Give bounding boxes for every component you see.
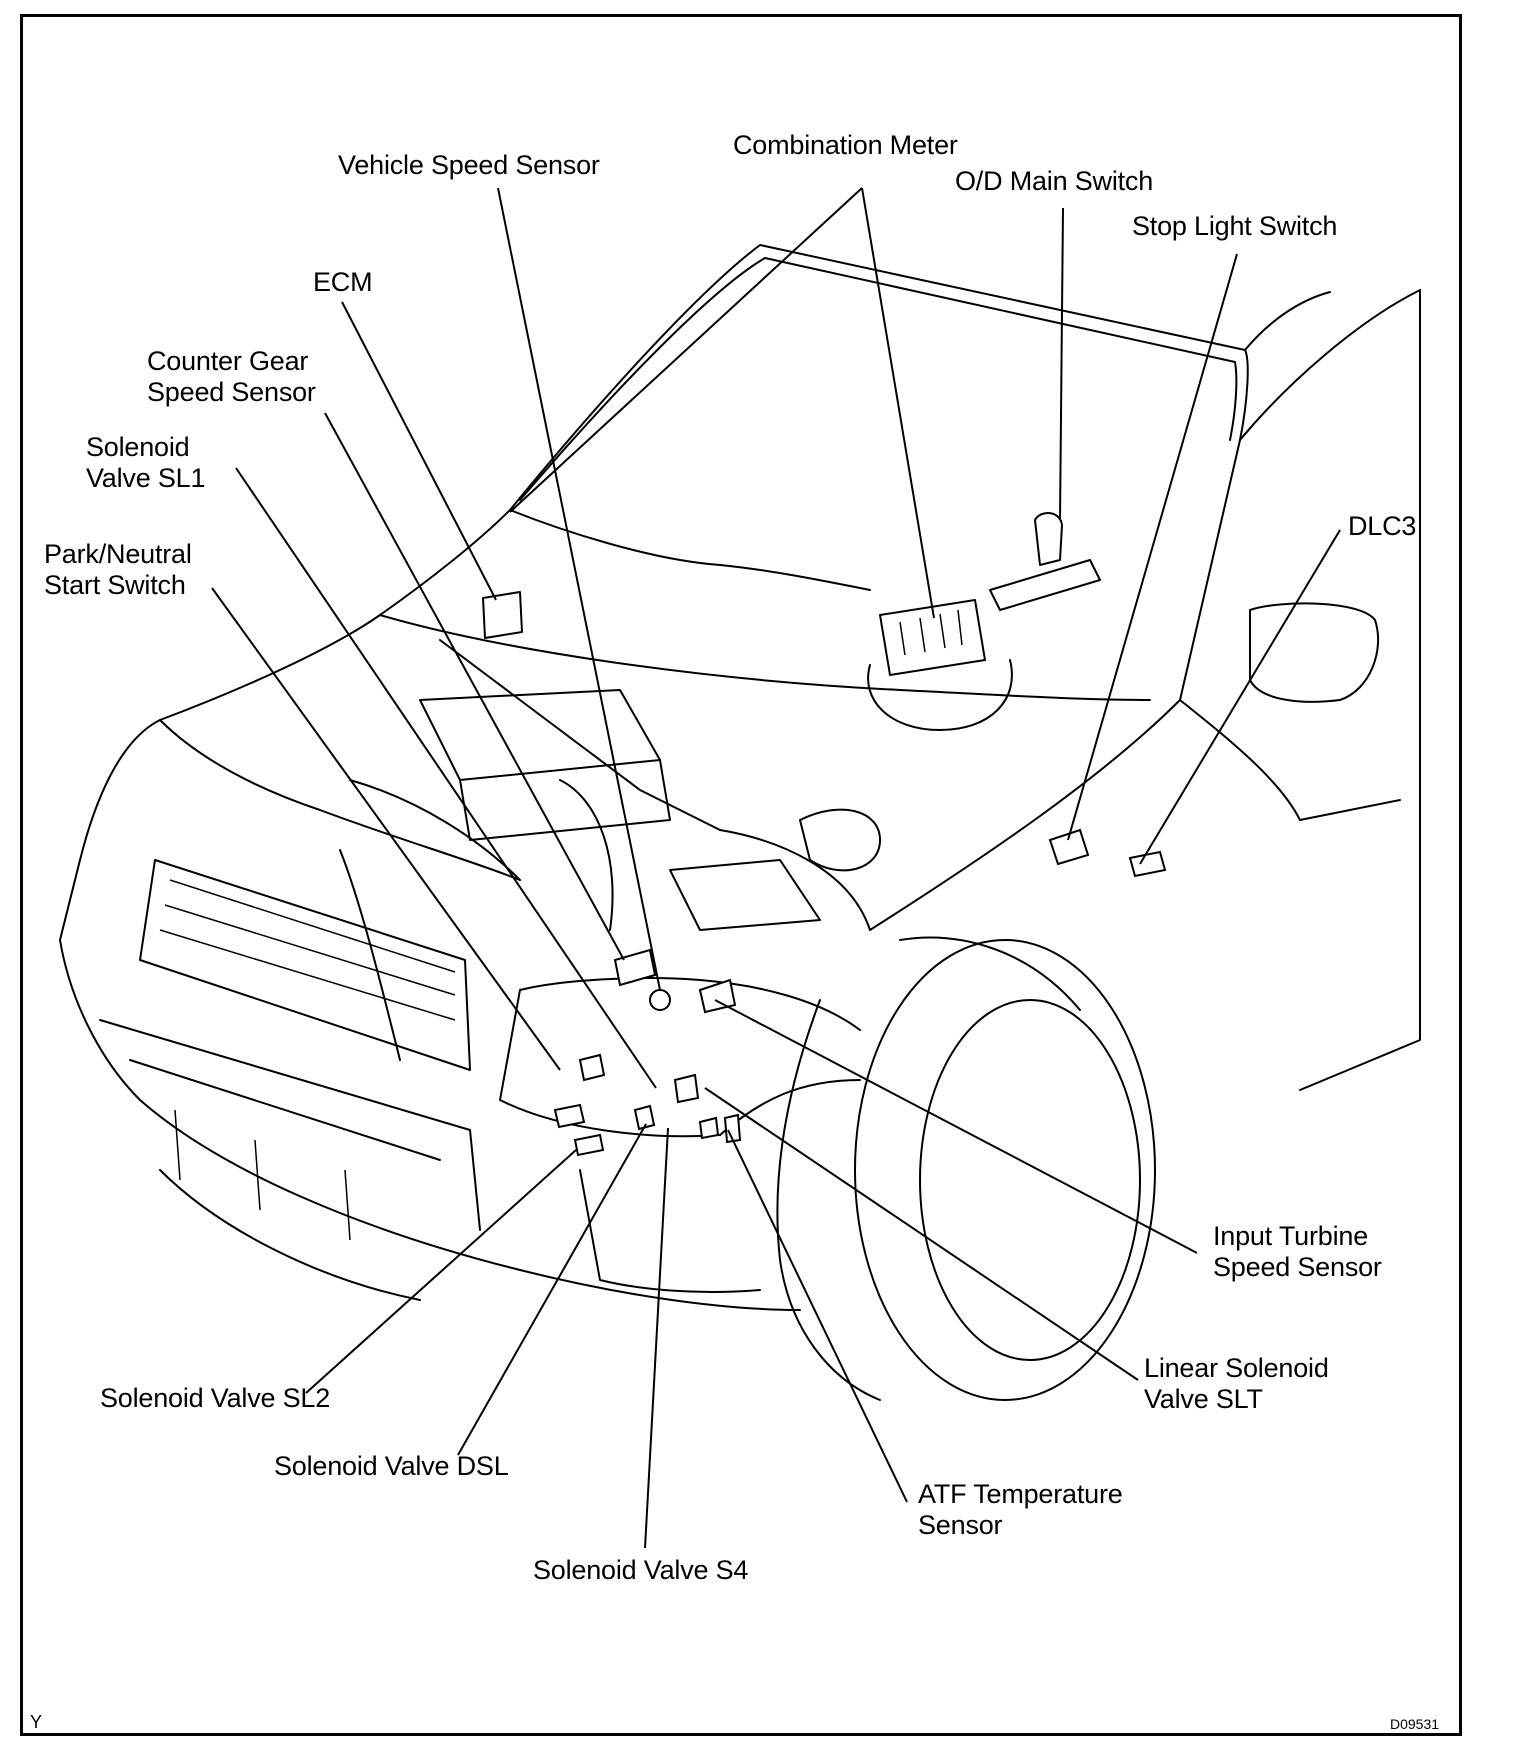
leader-solenoid-valve-sl2 [305, 1149, 577, 1394]
leader-vehicle-speed-sensor [497, 187, 661, 991]
leader-counter-gear-speed-sensor [324, 412, 625, 961]
label-solenoid-valve-sl1: Solenoid Valve SL1 [86, 432, 206, 493]
label-park-neutral-start-switch: Park/Neutral Start Switch [44, 539, 192, 600]
corner-code-left: Y [30, 1712, 43, 1732]
label-linear-solenoid-valve-slt: Linear Solenoid Valve SLT [1144, 1353, 1329, 1414]
label-solenoid-valve-dsl: Solenoid Valve DSL [274, 1451, 509, 1481]
leader-solenoid-valve-s4 [644, 1127, 669, 1549]
label-stop-light-switch: Stop Light Switch [1132, 211, 1338, 241]
label-counter-gear-speed-sensor: Counter Gear Speed Sensor [147, 346, 316, 407]
label-ecm: ECM [313, 267, 373, 297]
diagram-frame [20, 14, 1462, 1736]
leader-lines [211, 187, 1341, 1549]
leader-linear-solenoid-valve-slt [704, 1087, 1139, 1381]
leader-input-turbine-speed-sensor [714, 999, 1198, 1254]
label-input-turbine-speed-sensor: Input Turbine Speed Sensor [1213, 1221, 1382, 1282]
leader-combination-meter-left [509, 187, 863, 513]
leader-combination-meter-right [861, 187, 935, 619]
label-dlc3: DLC3 [1348, 511, 1417, 541]
label-combination-meter: Combination Meter [733, 130, 958, 160]
leader-dlc3 [1139, 529, 1341, 865]
vehicle-body [59, 244, 1421, 1401]
figure-code: D09531 [1390, 1716, 1440, 1732]
leader-park-neutral-start-switch [211, 587, 561, 1071]
label-vehicle-speed-sensor: Vehicle Speed Sensor [338, 150, 600, 180]
leader-solenoid-valve-dsl [457, 1123, 647, 1456]
label-atf-temperature-sensor: ATF Temperature Sensor [918, 1479, 1123, 1540]
leader-atf-temperature-sensor [727, 1129, 908, 1503]
leader-ecm [341, 301, 497, 601]
leader-solenoid-valve-sl1 [235, 467, 657, 1089]
leader-od-main-switch [1059, 207, 1064, 521]
label-od-main-switch: O/D Main Switch [955, 166, 1154, 196]
label-solenoid-valve-s4: Solenoid Valve S4 [533, 1555, 749, 1585]
label-solenoid-valve-sl2: Solenoid Valve SL2 [100, 1383, 331, 1413]
leader-stop-light-switch [1067, 253, 1238, 841]
